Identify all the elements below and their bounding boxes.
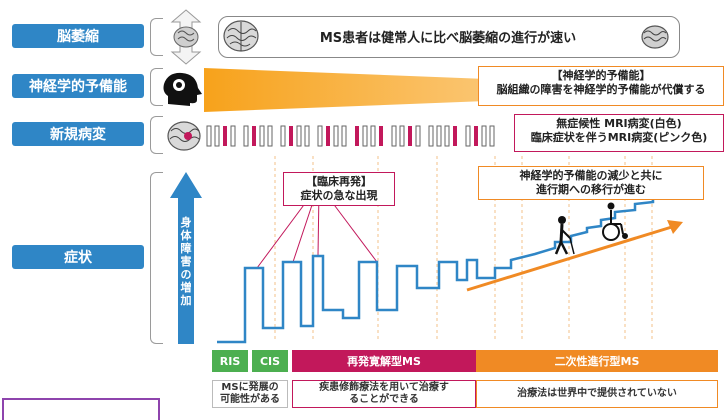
lesion-mark-asymptomatic bbox=[214, 125, 220, 147]
brace-reserve bbox=[150, 68, 163, 106]
brace-atrophy bbox=[150, 18, 163, 56]
progression-info-box: 神経学的予備能の減少と共に 進行期への移行が進む bbox=[478, 166, 704, 200]
lesion-mark-clinical bbox=[355, 126, 359, 146]
progression-box-line1: 神経学的予備能の減少と共に bbox=[519, 169, 663, 182]
lesion-mark-asymptomatic bbox=[243, 125, 249, 147]
brace-symptoms bbox=[150, 172, 163, 344]
row-label-symptoms: 症状 bbox=[12, 245, 144, 269]
lesion-mark-asymptomatic bbox=[428, 125, 434, 147]
lesion-mark-clinical bbox=[453, 126, 457, 146]
lesion-mark-asymptomatic bbox=[489, 125, 495, 147]
lesion-mark-clinical bbox=[408, 126, 412, 146]
lesion-box-line1: 無症候性 MRI病変(白色) bbox=[556, 117, 682, 130]
reserve-box-line1: 【神経学的予備能】 bbox=[551, 69, 651, 82]
lesion-mark-clinical bbox=[289, 126, 293, 146]
row-label-reserve: 神経学的予備能 bbox=[12, 74, 144, 98]
reserve-info-box: 【神経学的予備能】 脳組織の障害を神経学的予備能が代償する bbox=[478, 66, 724, 106]
lesion-mark-asymptomatic bbox=[370, 125, 376, 147]
wheelchair-icon bbox=[602, 202, 628, 241]
relapse-box-line1: 【臨床再発】 bbox=[306, 175, 372, 188]
note-ris-cis: MSに発展の可能性がある bbox=[212, 380, 288, 408]
lesion-mark-clinical bbox=[474, 126, 478, 146]
reserve-wedge bbox=[204, 68, 720, 112]
row-label-lesions: 新規病変 bbox=[12, 122, 144, 146]
lesion-marks bbox=[206, 125, 495, 147]
phase-rrms: 再発寛解型MS bbox=[292, 350, 476, 372]
note-rrms: 疾患修飾療法を用いて治療することができる bbox=[292, 380, 476, 408]
lesion-mark-asymptomatic bbox=[333, 125, 339, 147]
lesion-mark-clinical bbox=[379, 126, 383, 146]
lesion-mark-asymptomatic bbox=[296, 125, 302, 147]
lesion-mark-asymptomatic bbox=[391, 125, 397, 147]
lesion-mark-asymptomatic bbox=[444, 125, 450, 147]
lesion-info-box: 無症候性 MRI病変(白色) 臨床症状を伴うMRI病変(ピンク色) bbox=[514, 114, 724, 152]
relapse-info-box: 【臨床再発】 症状の急な出現 bbox=[283, 172, 395, 206]
lesion-box-line2: 臨床症状を伴うMRI病変(ピンク色) bbox=[530, 131, 708, 144]
lesion-mark-asymptomatic bbox=[481, 125, 487, 147]
brain-icon-healthy bbox=[223, 20, 259, 52]
brace-lesions bbox=[150, 116, 163, 154]
row-label-atrophy: 脳萎縮 bbox=[12, 24, 144, 48]
atrophy-caption: MS患者は健常人に比べ脳萎縮の進行が速い bbox=[319, 31, 577, 46]
lesion-mark-asymptomatic bbox=[304, 125, 310, 147]
disability-axis-arrow bbox=[170, 172, 202, 344]
reserve-box-line2: 脳組織の障害を神経学的予備能が代償する bbox=[496, 83, 706, 96]
lesion-mark-asymptomatic bbox=[399, 125, 405, 147]
phase-cis: CIS bbox=[252, 350, 288, 372]
lesion-mark-asymptomatic bbox=[206, 125, 212, 147]
lesion-mark-asymptomatic bbox=[259, 125, 265, 147]
disability-axis-label: 身体障害の増加 bbox=[180, 216, 192, 307]
lesion-mark-asymptomatic bbox=[465, 125, 471, 147]
atrophy-banner bbox=[218, 16, 680, 58]
head-reserve-icon bbox=[163, 72, 202, 106]
phase-spms: 二次性進行型MS bbox=[476, 350, 718, 372]
lesion-mark-asymptomatic bbox=[267, 125, 273, 147]
progression-box-line2: 進行期への移行が進む bbox=[536, 183, 646, 196]
brain-atrophy-arrow-icon bbox=[170, 9, 202, 65]
purple-frame bbox=[2, 398, 160, 420]
brain-lesion-icon bbox=[167, 121, 201, 151]
lesion-mark-clinical bbox=[326, 126, 330, 146]
brain-icon-atrophied bbox=[641, 25, 669, 49]
lesion-mark-clinical bbox=[252, 126, 256, 146]
lesion-mark-clinical bbox=[223, 126, 227, 146]
lesion-mark-asymptomatic bbox=[436, 125, 442, 147]
lesion-mark-asymptomatic bbox=[341, 125, 347, 147]
note-spms: 治療法は世界中で提供されていない bbox=[476, 380, 718, 408]
lesion-mark-asymptomatic bbox=[280, 125, 286, 147]
relapse-box-line2: 症状の急な出現 bbox=[300, 189, 378, 202]
lesion-mark-asymptomatic bbox=[317, 125, 323, 147]
lesion-mark-asymptomatic bbox=[230, 125, 236, 147]
phase-ris: RIS bbox=[212, 350, 248, 372]
lesion-mark-asymptomatic bbox=[362, 125, 368, 147]
lesion-mark-asymptomatic bbox=[415, 125, 421, 147]
walking-person-icon bbox=[554, 216, 575, 255]
